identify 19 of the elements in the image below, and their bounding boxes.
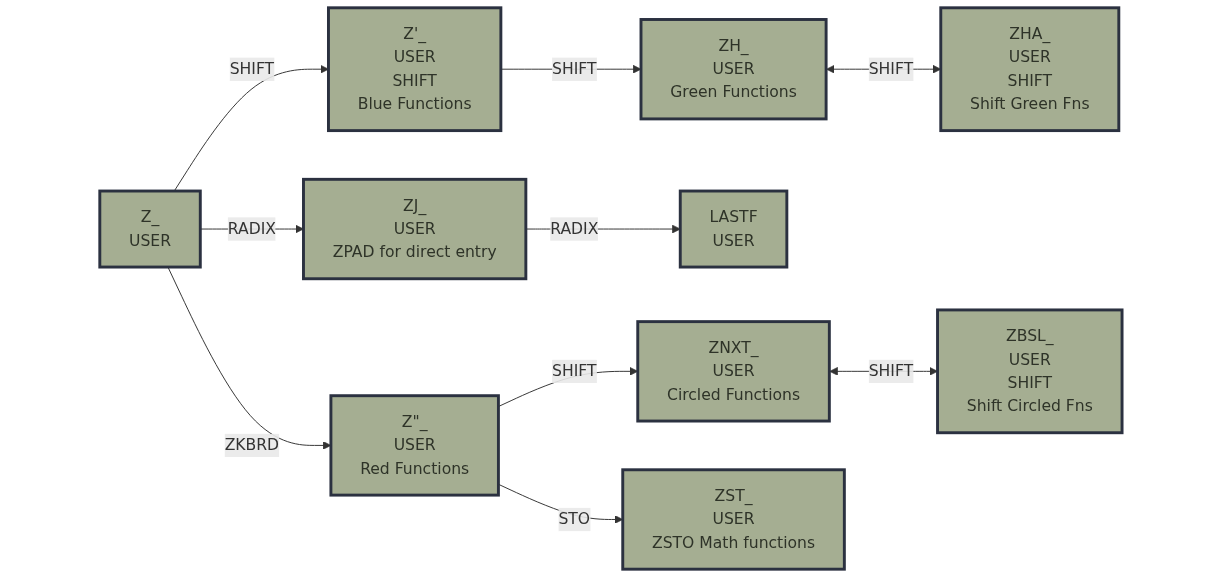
node-box: ZNXT_ USER Circled Functions [636, 320, 831, 423]
edge-label: ZKBRD [224, 435, 280, 455]
edge-label: SHIFT [868, 59, 914, 78]
edge-label: SHIFT [229, 59, 275, 78]
node-box: ZJ_ USER ZPAD for direct entry [302, 177, 528, 281]
node-box: Z_ USER [98, 189, 202, 269]
edge-label: SHIFT [868, 361, 914, 381]
node-box: ZHA_ USER SHIFT Shift Green Fns [939, 6, 1121, 133]
edge-label: STO [558, 509, 591, 529]
edge-label: SHIFT [552, 59, 597, 78]
node-box: Z'_ USER SHIFT Blue Functions [327, 6, 503, 133]
node-box: ZST_ USER ZSTO Math functions [621, 468, 846, 571]
node-box: Z"_ USER Red Functions [329, 394, 500, 497]
node-box: LASTF USER [678, 189, 789, 269]
edge-label: SHIFT [552, 361, 597, 381]
node-box: ZBSL_ USER SHIFT Shift Circled Fns [936, 308, 1124, 435]
edge-label: RADIX [550, 219, 599, 238]
edge-label: RADIX [227, 219, 277, 238]
node-box: ZH_ USER Green Functions [639, 18, 828, 121]
